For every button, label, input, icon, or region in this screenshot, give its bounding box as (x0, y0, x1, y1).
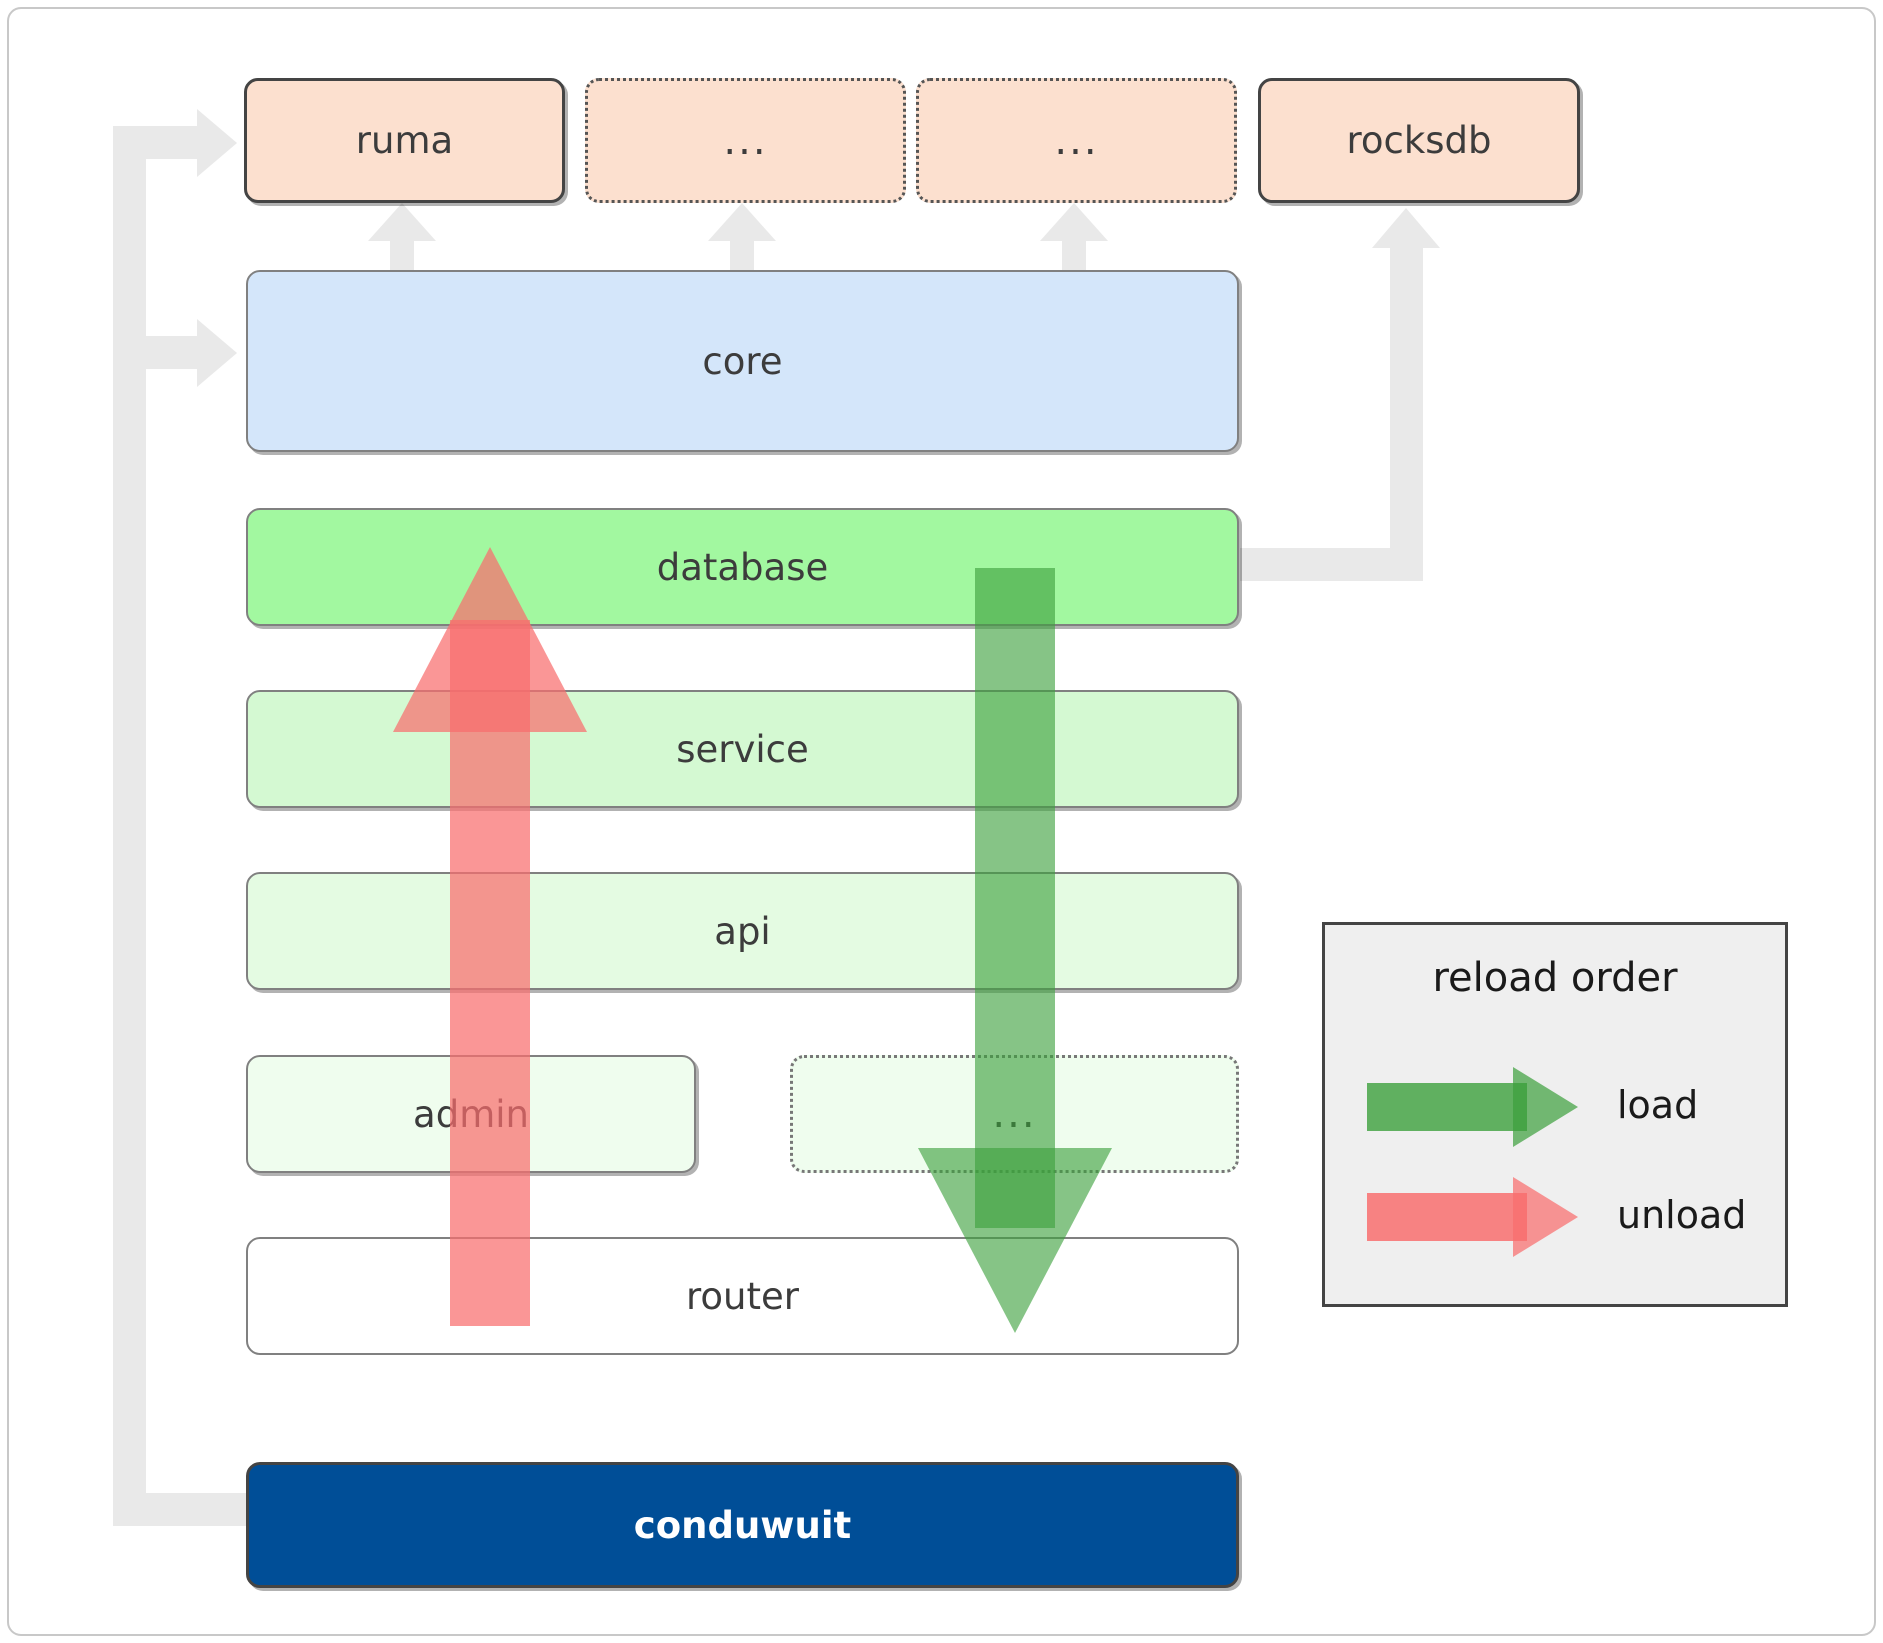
node-ruma[interactable]: ruma (244, 78, 565, 203)
diagram-frame (7, 7, 1876, 1636)
node-router-label: router (686, 1274, 799, 1318)
core-to-ruma-stem (390, 236, 414, 272)
node-ellipsis-1-label: ... (723, 117, 768, 164)
node-ellipsis-1[interactable]: ... (585, 78, 906, 203)
core-to-ruma-arrowhead (368, 203, 436, 241)
node-rocksdb-label: rocksdb (1346, 119, 1492, 162)
connector-to-ruma (113, 126, 211, 159)
core-to-ellipsis1-stem (730, 236, 754, 272)
node-conduwuit[interactable]: conduwuit (246, 1462, 1239, 1588)
connector-to-core-arrowhead (197, 319, 237, 387)
node-conduwuit-label: conduwuit (633, 1503, 852, 1547)
connector-to-core (113, 336, 211, 369)
unload-arrow-head-triangle (393, 547, 587, 732)
node-ellipsis-2-label: ... (1054, 117, 1099, 164)
node-database-label: database (656, 545, 829, 589)
connector-database-to-rocksdb-vertical (1390, 248, 1423, 581)
core-to-ellipsis1-arrowhead (708, 203, 776, 241)
node-api-label: api (714, 909, 771, 953)
legend-unload-label: unload (1617, 1193, 1747, 1237)
core-to-ellipsis2-arrowhead (1040, 203, 1108, 241)
node-service-label: service (676, 727, 809, 771)
legend-panel: reload order load unload (1322, 922, 1788, 1307)
core-to-ellipsis2-stem (1062, 236, 1086, 272)
legend-load-label: load (1617, 1083, 1699, 1127)
load-arrow-head-triangle (918, 1148, 1112, 1333)
node-ellipsis-2[interactable]: ... (916, 78, 1237, 203)
legend-load-shaft (1367, 1083, 1527, 1131)
legend-unload-arrowhead (1513, 1177, 1578, 1257)
unload-arrow-shaft (450, 620, 530, 1326)
load-arrow-shaft (975, 568, 1055, 1228)
node-rocksdb[interactable]: rocksdb (1258, 78, 1580, 203)
connector-from-conduwuit (113, 1493, 248, 1526)
node-core-label: core (702, 339, 783, 383)
legend-title: reload order (1432, 955, 1678, 1001)
node-ruma-label: ruma (355, 119, 454, 162)
connector-database-to-rocksdb-arrowhead (1372, 208, 1440, 248)
node-core[interactable]: core (246, 270, 1239, 452)
legend-unload-shaft (1367, 1193, 1527, 1241)
connector-database-to-rocksdb-horizontal (1240, 548, 1415, 581)
connector-to-ruma-arrowhead (197, 109, 237, 177)
legend-load-arrowhead (1513, 1067, 1578, 1147)
node-api[interactable]: api (246, 872, 1239, 990)
